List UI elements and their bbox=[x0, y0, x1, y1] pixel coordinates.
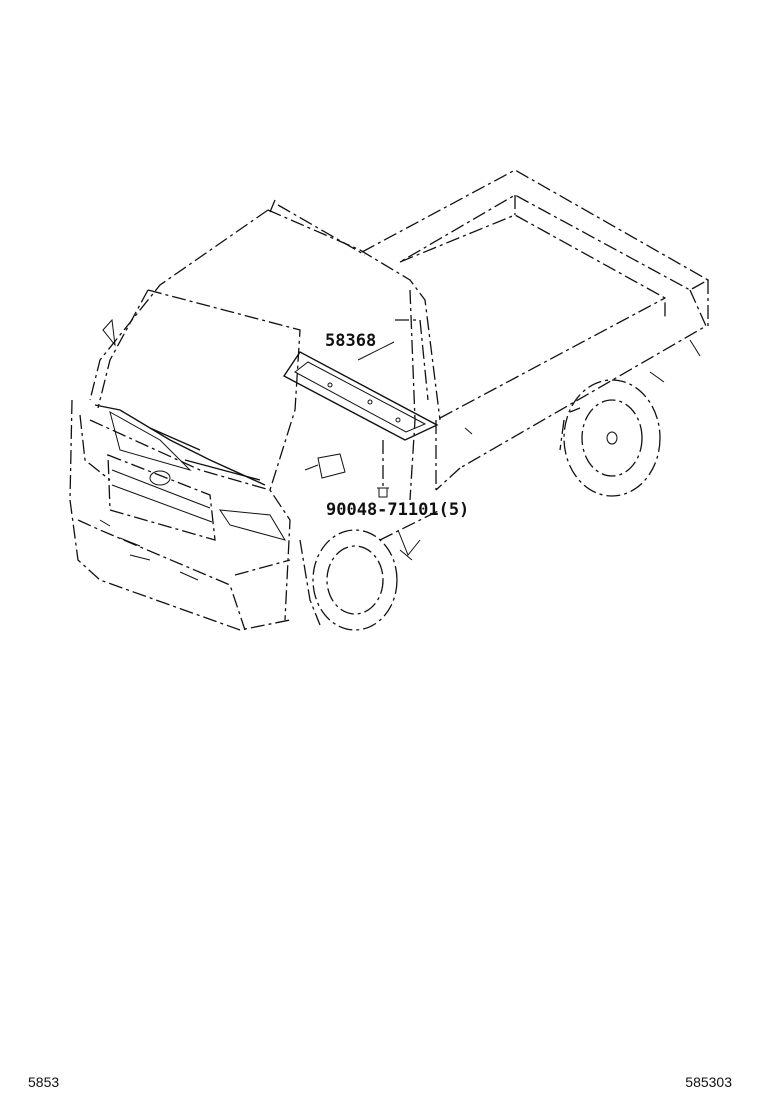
truck-cab bbox=[69, 199, 441, 631]
callout-58368: 58368 bbox=[325, 331, 376, 351]
cargo-bed bbox=[361, 169, 710, 497]
footer-code-left: 5853 bbox=[28, 1074, 59, 1090]
footer-code-right: 585303 bbox=[685, 1074, 732, 1090]
callout-90048-71101: 90048-71101(5) bbox=[326, 500, 469, 520]
part-58368-panel bbox=[282, 341, 439, 441]
part-clip-fastener bbox=[377, 440, 389, 498]
